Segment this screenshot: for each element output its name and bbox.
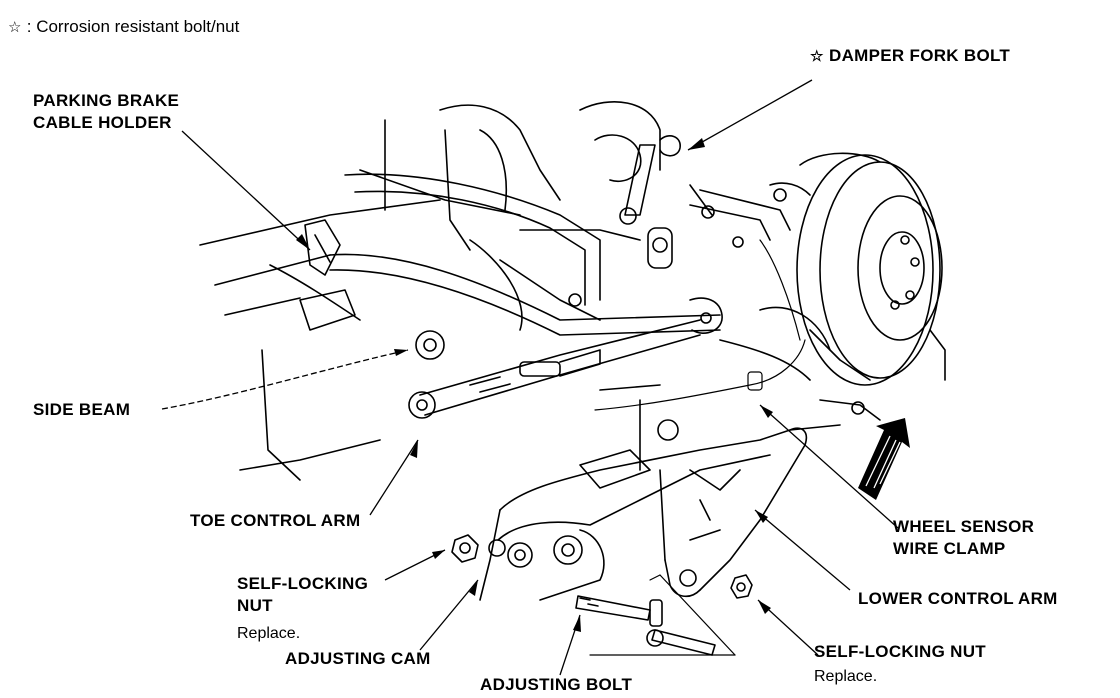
subframe-block <box>415 101 661 360</box>
star-icon: ☆ <box>8 19 22 36</box>
leader-wheel-sensor-wire-clamp <box>759 404 899 529</box>
label-adjusting-bolt: ADJUSTING BOLT <box>480 675 633 694</box>
damper-assembly <box>619 135 791 269</box>
note-replace-right: Replace. <box>814 668 878 685</box>
self-locking-nut-shapes <box>451 534 753 599</box>
label-lower-control-arm: LOWER CONTROL ARM <box>858 589 1058 608</box>
legend: ☆ : Corrosion resistant bolt/nut <box>8 17 239 37</box>
parking-brake-bracket <box>269 219 361 331</box>
label-self-locking-nut-right: SELF-LOCKING NUT <box>814 642 986 661</box>
wheel-sensor-wire <box>594 239 806 411</box>
label-damper-fork-bolt: ☆ DAMPER FORK BOLT <box>810 45 1010 68</box>
label-side-beam: SIDE BEAM <box>33 400 131 419</box>
vehicle-body-outline <box>199 119 521 481</box>
legend-separator: : <box>26 17 32 36</box>
leader-adjusting-cam <box>419 579 479 651</box>
star-icon: ☆ <box>810 48 824 65</box>
leader-damper-fork-bolt <box>687 79 813 151</box>
label-wheel-sensor-wire-clamp: WHEEL SENSOR WIRE CLAMP <box>893 517 1035 558</box>
adjusting-bolt-shape <box>575 595 716 656</box>
ground-plane <box>589 574 736 656</box>
note-replace-left: Replace. <box>237 625 301 642</box>
leader-parking-brake-cable-holder <box>181 130 311 251</box>
stabilizer-link <box>579 384 679 489</box>
brake-disc-hub <box>719 152 946 386</box>
upper-arm-tubes <box>329 173 721 336</box>
lower-control-arm-shape <box>479 399 881 601</box>
forward-direction-arrow <box>858 418 910 500</box>
label-self-locking-nut-left: SELF-LOCKING NUT <box>237 574 369 615</box>
legend-text: Corrosion resistant bolt/nut <box>36 17 240 36</box>
toe-control-arm-shape <box>408 297 723 419</box>
leader-toe-control-arm <box>369 439 419 516</box>
leader-arrowheads <box>296 138 773 632</box>
label-adjusting-cam: ADJUSTING CAM <box>285 649 431 668</box>
label-toe-control-arm: TOE CONTROL ARM <box>190 511 361 530</box>
label-parking-brake-cable-holder: PARKING BRAKE CABLE HOLDER <box>33 91 180 132</box>
leader-lower-control-arm <box>754 509 851 591</box>
leader-side-beam <box>161 349 409 410</box>
